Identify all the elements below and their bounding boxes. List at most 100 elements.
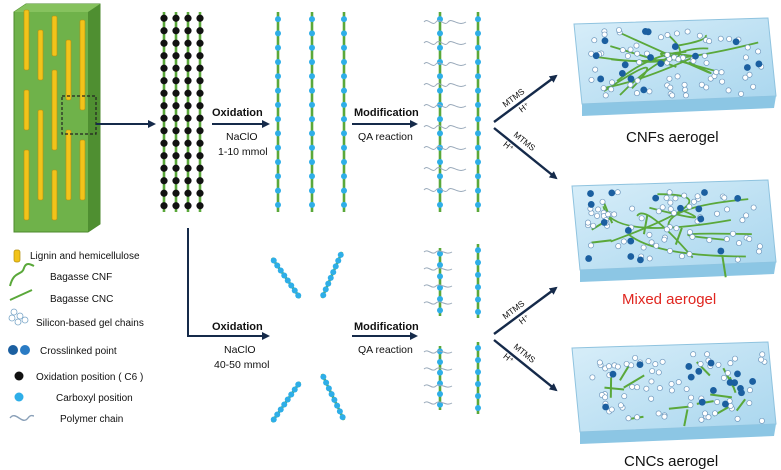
gel-bead [734,415,741,422]
crosslink-node [707,359,715,367]
legend-label: Bagasse CNC [50,294,113,305]
polymer-chain [423,367,453,371]
chain-dot [335,257,342,264]
gel-bead [627,46,634,53]
gel-bead [616,27,622,34]
chain-dot [437,73,443,80]
aerogel-rod [721,254,727,278]
chain-dot [341,73,347,80]
crosslink-node [587,190,594,197]
crosslink-node [627,237,635,245]
crosslink-icon [8,345,30,355]
chain-dot [475,247,481,254]
aerogel-fiber [620,32,712,75]
chain-dot [437,144,443,151]
legend-label: Oxidation position ( C6 ) [36,372,143,383]
chain-dot [196,39,204,47]
chain-dot [172,39,180,47]
chain-dot [437,401,443,408]
gel-bead [601,31,608,38]
gel-chain-icon [8,308,29,326]
chain-dot [328,391,335,398]
crosslink-node [717,247,725,255]
gel-bead [703,59,710,66]
chain-dot [341,30,347,37]
chain-dot [160,152,168,160]
chain-dot [331,396,338,403]
gel-bead [602,92,609,99]
aerogel-cnc-label: CNCs aerogel [624,453,718,470]
chain-dot [475,271,481,278]
aerogel-fiber [677,34,707,47]
aerogel-cnc-box [571,341,777,444]
gel-bead [646,255,653,262]
gel-bead [608,406,615,413]
chain-dot [437,307,443,314]
chain-dot [275,44,281,51]
crosslink-node [602,403,610,411]
aerogel-rod [710,393,733,399]
gel-bead [609,79,615,86]
bottom-oxidation-label: Oxidation [212,321,263,333]
gel-bead [619,47,626,54]
gel-bead [602,394,609,401]
chain-dot [275,73,281,80]
chain-dot [295,381,302,388]
chain-dot [160,102,168,110]
chain-dot [437,284,443,291]
chain-dot [475,116,481,123]
chain-dot [172,89,180,97]
polymer-chain [423,401,453,405]
lignin-strip [23,89,30,131]
chain-dot [184,77,192,85]
chain-dot [196,52,204,60]
gel-bead [713,69,720,76]
gel-bead [714,399,721,405]
crosslink-node [624,227,632,234]
lignin-strip [51,15,58,57]
gel-bead [591,37,598,44]
polymer-chain [423,167,467,171]
gel-bead [646,231,653,238]
chain-dot [275,101,281,108]
chain-dot [172,64,180,72]
gel-bead [656,385,663,392]
gel-bead [668,381,675,387]
lignin-strip [51,169,58,221]
gel-bead [698,416,705,423]
chain-dot [196,89,204,97]
chain-dot [160,14,168,22]
gel-bead [595,206,602,213]
gel-bead [669,92,676,99]
cnf-icon [9,263,35,287]
crosslink-node [731,379,738,387]
chain-dot [184,202,192,210]
aerogel-rod [735,398,746,412]
chain-dot [341,87,347,94]
chain-dot [475,308,481,315]
chain-dot [295,292,302,299]
chain-dot [341,159,347,165]
chain-dot [196,114,204,122]
gel-bead [638,215,645,222]
polymer-chain [423,267,453,271]
aerogel-fiber [610,193,691,243]
chain-dot [196,102,204,110]
gel-bead [634,50,641,57]
chain-dot [172,152,180,160]
gel-bead [682,86,688,93]
aerogel-rod [591,239,612,244]
chain-dot [323,379,330,386]
aerogel-rod [674,227,683,245]
bottom-oxidation-amount: 40-50 mmol [214,359,269,371]
aerogel-rod [668,405,692,410]
gel-bead [667,199,674,206]
chain-dot [437,30,443,37]
chain-dot [309,59,315,65]
crosslink-node [734,370,741,378]
chain-dot [475,405,481,411]
lignin-strip [65,129,72,201]
polymer-chain [423,83,467,87]
chain-dot [184,139,192,147]
crosslink-node [644,28,652,36]
